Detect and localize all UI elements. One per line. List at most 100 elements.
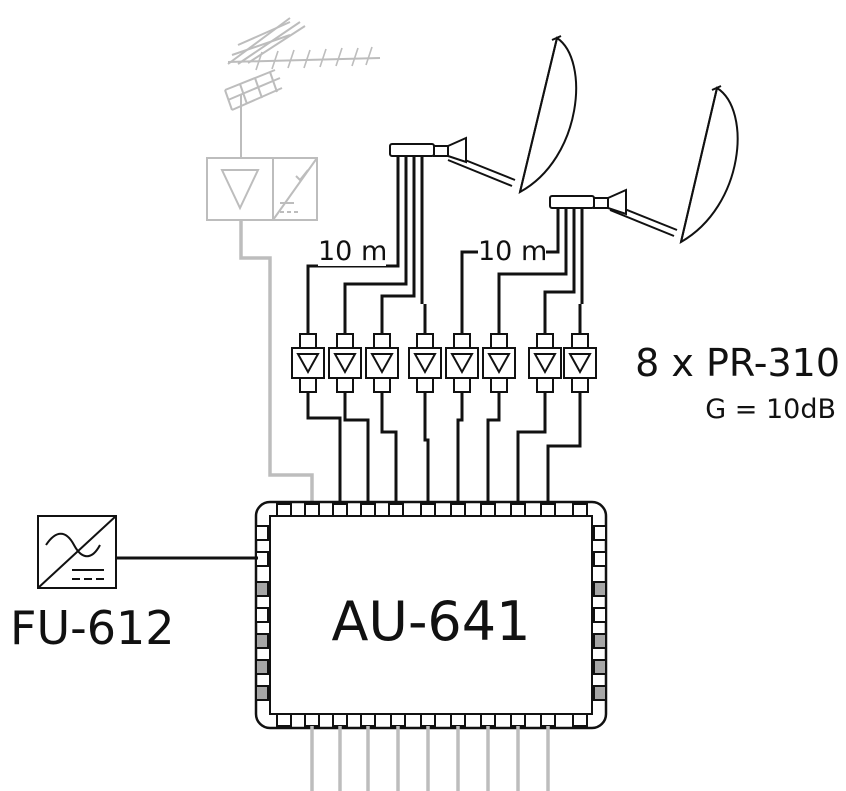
- amplifier-connector-top: [490, 333, 508, 349]
- side-port-left: [255, 581, 269, 597]
- terrestrial-cable: [239, 220, 314, 502]
- amplifier-connector-bottom: [373, 377, 391, 393]
- output-port: [540, 713, 556, 727]
- amplifier-connector-top: [373, 333, 391, 349]
- power-supply-model-label: FU-612: [10, 601, 175, 655]
- amplifier-triangle: [333, 353, 357, 375]
- amplifier-triangle: [568, 353, 592, 375]
- amplifier-icon: [445, 304, 479, 393]
- output-port: [480, 713, 496, 727]
- amplifier-connector-top: [299, 333, 317, 349]
- amplifier-output-cable-2: [343, 392, 370, 504]
- amplifier-icon: [328, 304, 362, 393]
- amplifier-triangle: [370, 353, 394, 375]
- output-port: [390, 713, 406, 727]
- amplifier-icon: [408, 304, 442, 393]
- lnb-icon: [549, 188, 627, 216]
- amplifier-model-label: 8 x PR-310: [635, 341, 840, 385]
- lnb-icon: [389, 136, 467, 164]
- terrestrial-amplifier-icon: [206, 157, 274, 221]
- amplifier-row: [291, 304, 597, 393]
- amplifier-connector-top: [416, 333, 434, 349]
- amplifier-connector-bottom: [536, 377, 554, 393]
- amplifier-connector-top: [336, 333, 354, 349]
- input-port: [480, 503, 496, 517]
- multiswitch: [254, 500, 608, 730]
- terrestrial-antenna-icon: [224, 17, 381, 160]
- amplifier-connector-bottom: [416, 377, 434, 393]
- input-port: [388, 503, 404, 517]
- lnb-cable-1: [306, 156, 400, 304]
- input-port: [360, 503, 376, 517]
- amplifier-triangle: [450, 353, 474, 375]
- amplifier-output-cable-4: [423, 392, 430, 504]
- amplifier-output-cable-3: [380, 392, 398, 504]
- side-port-right: [593, 607, 607, 623]
- amplifier-icon: [528, 304, 562, 393]
- amplifier-triangle: [533, 353, 557, 375]
- amplifier-connector-bottom: [299, 377, 317, 393]
- side-port-right: [593, 633, 607, 649]
- amplifier-output-cable-7: [516, 392, 547, 504]
- cable-length-label-right: 10 m: [478, 236, 547, 267]
- side-port-left: [255, 659, 269, 675]
- input-port: [332, 503, 348, 517]
- amplifier-output-cable-6: [486, 392, 501, 504]
- input-port: [510, 503, 526, 517]
- amplifier-triangle: [296, 353, 320, 375]
- side-port-right: [593, 525, 607, 541]
- output-cables: [310, 726, 550, 791]
- output-port: [572, 713, 588, 727]
- input-port: [450, 503, 466, 517]
- power-supply-icon: [37, 515, 117, 589]
- amplifier-triangle: [487, 353, 511, 375]
- lnb-cables: [306, 156, 584, 304]
- side-port-left: [255, 633, 269, 649]
- input-port: [540, 503, 556, 517]
- output-port: [420, 713, 436, 727]
- output-port: [360, 713, 376, 727]
- output-port: [450, 713, 466, 727]
- amplifier-connector-bottom: [571, 377, 589, 393]
- amplifier-icon: [482, 304, 516, 393]
- input-port: [572, 503, 588, 517]
- amplifier-connector-bottom: [490, 377, 508, 393]
- side-port-right: [593, 659, 607, 675]
- cable-label-left-bg: [318, 232, 386, 266]
- output-port: [510, 713, 526, 727]
- amplifier-triangle: [413, 353, 437, 375]
- satellite-dish-icon: [609, 85, 739, 245]
- lnb-cable-7: [543, 208, 576, 304]
- amplifier-connector-top: [571, 333, 589, 349]
- multiswitch-model-label: AU-641: [331, 590, 530, 653]
- amplifier-output-cable-8: [546, 392, 582, 504]
- cable-label-right-bg: [478, 232, 546, 266]
- side-port-left: [255, 525, 269, 541]
- input-port: [304, 503, 320, 517]
- amplifier-icon: [365, 304, 399, 393]
- lnb-cable-3: [380, 156, 416, 304]
- amplifier-connector-bottom: [453, 377, 471, 393]
- amplifier-icon: [291, 304, 325, 393]
- side-port-right: [593, 581, 607, 597]
- lnb-cable-2: [343, 156, 408, 304]
- satellite-dish-icon: [447, 35, 578, 194]
- amplifier-connector-top: [453, 333, 471, 349]
- amplifier-output-cable-5: [456, 392, 464, 504]
- output-port: [332, 713, 348, 727]
- cable-length-label-left: 10 m: [318, 236, 387, 267]
- side-port-right: [593, 685, 607, 701]
- side-port-left: [255, 607, 269, 623]
- side-port-left: [255, 685, 269, 701]
- input-port: [276, 503, 292, 517]
- amplifier-output-cables: [306, 392, 582, 504]
- amplifier-connector-top: [536, 333, 554, 349]
- side-port-right: [593, 551, 607, 567]
- terrestrial-filter-icon: [272, 157, 318, 221]
- input-port: [420, 503, 436, 517]
- amplifier-icon: [563, 304, 597, 393]
- amplifier-connector-bottom: [336, 377, 354, 393]
- amplifier-output-cable-1: [306, 392, 342, 504]
- amplifier-gain-label: G = 10dB: [705, 394, 836, 425]
- output-port: [304, 713, 320, 727]
